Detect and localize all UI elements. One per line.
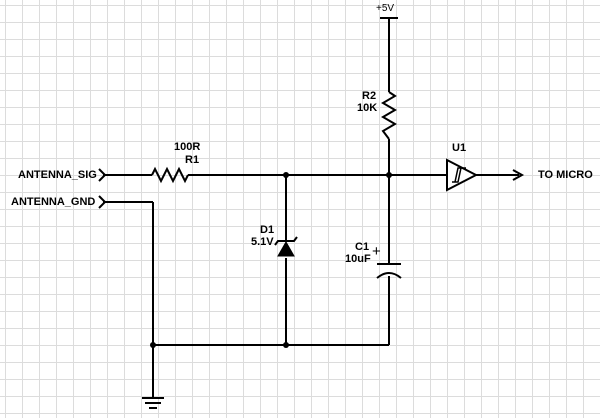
junction-gnd-left [150,342,156,348]
antenna-gnd-connector [98,195,107,209]
label-c1-ref: C1 [355,241,369,253]
junction-d1-bottom [283,342,289,348]
resistor-r2 [381,91,397,140]
label-r1-ref: R1 [185,154,199,166]
antenna-sig-connector [98,168,107,182]
label-c1-polarity: + [372,243,381,260]
schmitt-trigger-icon [452,167,466,183]
ground-icon [142,397,164,409]
label-d1-value: 5.1V [251,236,274,248]
label-antenna-sig: ANTENNA_SIG [18,169,97,181]
label-antenna-gnd: ANTENNA_GND [11,196,95,208]
capacitor-c1-curved-plate [376,272,402,279]
zener-bar [274,236,298,246]
resistor-r1 [151,166,189,184]
label-r2-value: 10K [357,102,377,114]
label-u1-ref: U1 [452,142,466,154]
schmitt-buffer-u1 [446,158,479,192]
label-c1-value: 10uF [345,253,371,265]
label-r1-value: 100R [174,141,200,153]
label-to-micro: TO MICRO [538,169,593,181]
label-d1-ref: D1 [260,224,274,236]
label-vcc: +5V [376,3,394,14]
junction-main-node [386,172,392,178]
label-r2-ref: R2 [362,90,376,102]
zener-diode-d1 [277,240,295,257]
output-arrow [512,169,525,181]
junction-d1-top [283,172,289,178]
